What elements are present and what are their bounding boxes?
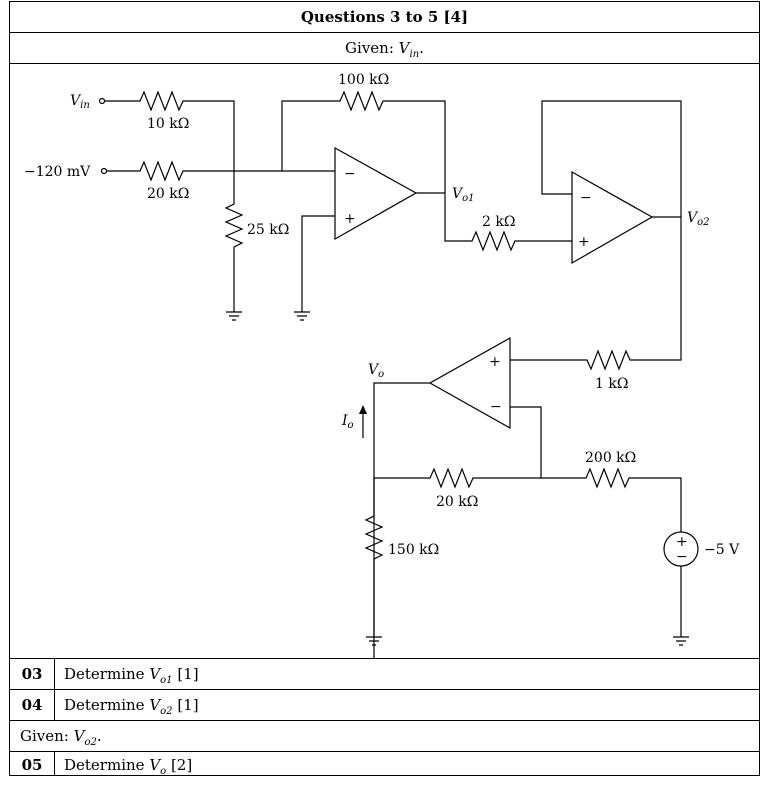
opamp2-feedback: [541, 100, 682, 218]
opamp1-plus: +: [344, 211, 356, 227]
r150k-label: 150 kΩ: [388, 542, 439, 558]
opamp3: [428, 336, 511, 430]
given-prefix: Given:: [345, 39, 399, 57]
vin-label: Vin: [70, 93, 90, 111]
circuit-diagram-cell: Vin −120 mV 10 kΩ 20 kΩ 25 kΩ 100 kΩ − +…: [10, 64, 759, 659]
opamp2-minus: −: [580, 190, 592, 206]
r1k-label: 1 kΩ: [595, 376, 628, 392]
given-sub: in: [409, 49, 420, 60]
question-04-row: 04 Determine Vo2 [1]: [10, 690, 759, 721]
v2-terminal: [100, 167, 108, 175]
r200k-label: 200 kΩ: [585, 450, 636, 466]
question-number: 05: [10, 752, 55, 776]
title-text: Questions 3 to 5 [4]: [300, 8, 469, 26]
source-plus: +: [676, 534, 688, 550]
question-text: Determine Vo1 [1]: [64, 665, 199, 686]
opamp3-minus: −: [490, 399, 502, 415]
v2-label: −120 mV: [24, 164, 91, 180]
vo-wire: [373, 382, 430, 658]
vin-terminal: [98, 97, 106, 105]
r150k-wire: [364, 478, 384, 637]
r25k-wire: [224, 171, 244, 312]
source-label: −5 V: [704, 542, 740, 558]
opamp1-minus: −: [344, 166, 356, 182]
given2-row: Given: Vo2.: [10, 721, 759, 752]
ground3: [673, 636, 689, 646]
ground1: [226, 311, 242, 321]
question-text: Determine Vo2 [1]: [64, 696, 199, 717]
question-number: 03: [10, 659, 55, 689]
circuit-diagram: Vin −120 mV 10 kΩ 20 kΩ 25 kΩ 100 kΩ − +…: [24, 72, 740, 658]
opamp1-plus-wire: [301, 215, 335, 312]
vo1-wire: [416, 192, 572, 252]
r100k-label: 100 kΩ: [338, 72, 389, 88]
given-suffix: .: [419, 39, 424, 57]
io-label: Io: [341, 413, 354, 431]
vo-label: Vo: [368, 362, 384, 380]
r200k-wire: [541, 467, 682, 532]
opamp2-plus: +: [578, 234, 590, 250]
question-text: Determine Vo [2]: [64, 756, 193, 777]
opamp1: [334, 146, 418, 241]
ground4: [366, 636, 382, 646]
vo1-label: Vo1: [452, 186, 475, 204]
r10k-label: 10 kΩ: [147, 116, 189, 132]
r20k-wire: [374, 467, 541, 489]
r2k-label: 2 kΩ: [482, 214, 515, 230]
question-number: 04: [10, 690, 55, 720]
given-var: V: [398, 39, 410, 57]
v2-wire: [107, 160, 335, 182]
source-minus: −: [676, 549, 688, 565]
r20k-label: 20 kΩ: [436, 494, 478, 510]
vin-wire: [105, 90, 235, 172]
question-03-row: 03 Determine Vo1 [1]: [10, 659, 759, 690]
question-05-row: 05 Determine Vo [2]: [10, 752, 759, 777]
r25k-label: 25 kΩ: [247, 222, 289, 238]
opamp2: [571, 170, 654, 265]
vo2-wire: [510, 217, 682, 371]
vo2-label: Vo2: [687, 210, 710, 228]
opamp3-plus: +: [489, 354, 501, 370]
given-row: Given: Vin.: [10, 33, 759, 64]
r20k-label-in: 20 kΩ: [147, 186, 189, 202]
ground2: [294, 311, 310, 321]
question-sheet: Questions 3 to 5 [4] Given: Vin.: [9, 1, 760, 777]
feedback-100k: [281, 90, 446, 193]
opamp3-minus-wire: [510, 406, 542, 478]
section-title: Questions 3 to 5 [4]: [10, 2, 759, 33]
